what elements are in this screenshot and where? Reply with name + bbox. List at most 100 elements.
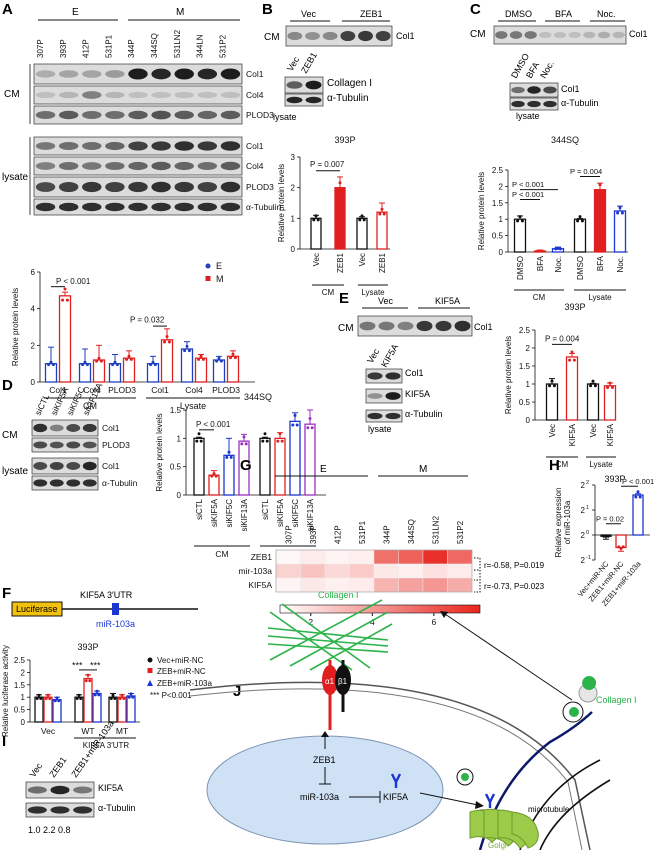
panel-f-chart-point bbox=[39, 696, 43, 700]
panel-j-beta: β1 bbox=[338, 677, 348, 686]
panel-e-chart-y-tick-label: 2 bbox=[526, 344, 531, 353]
panel-d-chart-bar bbox=[274, 437, 286, 496]
panel-a-legend-e-marker bbox=[205, 263, 211, 269]
panel-a-blot-row-band bbox=[128, 141, 148, 151]
panel-d-blot-row-band bbox=[33, 441, 48, 449]
panel-g-cell bbox=[447, 563, 473, 579]
panel-d-blot-row-band bbox=[66, 479, 81, 487]
panel-h-chart-point bbox=[617, 545, 621, 549]
panel-h-chart-point bbox=[621, 545, 625, 549]
panel-a-sample-label: 531P2 bbox=[218, 34, 227, 58]
panel-c-dmso: DMSO bbox=[505, 9, 532, 19]
panel-d-chart-point bbox=[212, 472, 216, 476]
panel-h-y-tick-base: 2 bbox=[581, 506, 586, 515]
panel-a-chart-point bbox=[233, 356, 237, 360]
panel-d-chart-point bbox=[276, 439, 280, 443]
panel-d-lysate: lysate bbox=[2, 466, 29, 477]
panel-a-chart-point bbox=[185, 344, 189, 348]
panel-f-chart-point bbox=[129, 692, 133, 696]
panel-j-microtubule: microtubule bbox=[528, 805, 570, 814]
panel-g-cell bbox=[349, 563, 375, 579]
panel-c-x-label: BFA bbox=[536, 255, 545, 271]
panel-b-chart-point bbox=[378, 212, 382, 216]
panel-i-lane-vec: Vec bbox=[27, 761, 44, 779]
panel-g-sample-label: 531P2 bbox=[456, 520, 465, 544]
panel-f-site-box bbox=[112, 603, 119, 615]
panel-d-band-label: Col1 bbox=[102, 461, 120, 471]
panel-e-chart-title: 393P bbox=[564, 302, 585, 312]
panel-e-cm: CM bbox=[338, 323, 354, 334]
panel-e-tubulin-blot-band bbox=[385, 412, 401, 420]
panel-a-x-label: Col1 bbox=[151, 385, 169, 395]
panel-f-chart-y-tick-label: 2.5 bbox=[14, 656, 26, 665]
panel-g-sample-label: 412P bbox=[333, 525, 342, 544]
panel-a-blot-row-band bbox=[220, 141, 241, 151]
panel-e-chart-bar bbox=[603, 385, 617, 421]
panel-e-chart-point bbox=[572, 358, 576, 362]
panel-c-bfa: BFA bbox=[555, 9, 572, 19]
panel-a-blot-row-band bbox=[105, 161, 125, 171]
panel-a-legend-m-marker bbox=[205, 276, 211, 281]
panel-a-blot-row-band bbox=[128, 91, 148, 99]
panel-a-pval-2: P = 0.032 bbox=[130, 315, 165, 324]
panel-e-chart-point bbox=[591, 379, 595, 383]
panel-h-pval-1: P = 0.02 bbox=[596, 514, 624, 523]
panel-c: C DMSO BFA Noc. CM Col1 DMSO BFA Noc. Co… bbox=[470, 1, 648, 302]
panel-d-band-label: α-Tubulin bbox=[102, 478, 138, 488]
panel-h-chart-point bbox=[606, 534, 610, 538]
panel-f-chart-point bbox=[75, 696, 79, 700]
panel-c-chart-point bbox=[576, 219, 580, 223]
panel-c-x-label: BFA bbox=[596, 255, 605, 271]
panel-b-band-tubulin: α-Tubulin bbox=[327, 93, 369, 104]
panel-f-chart-point bbox=[55, 696, 59, 700]
panel-f-mirna: miR-103a bbox=[96, 619, 135, 629]
panel-e-col1: Col1 bbox=[474, 322, 493, 332]
panel-d-chart-y-tick-label: 0.5 bbox=[170, 463, 182, 472]
panel-f-sig-star-2: *** bbox=[90, 661, 101, 671]
panel-d-band-label: PLOD3 bbox=[102, 440, 130, 450]
panel-a-blot-row-band bbox=[197, 181, 218, 193]
panel-a-chart-point bbox=[165, 334, 169, 338]
panel-a-blot-row-band bbox=[82, 91, 102, 99]
panel-a-chart-point bbox=[95, 359, 99, 363]
panel-a-group-lysate: Lysate bbox=[180, 401, 206, 411]
panel-a-chart-bar bbox=[180, 348, 194, 383]
panel-h-chart-point bbox=[602, 534, 606, 538]
panel-g-colorbar-tick-label: 2 bbox=[308, 617, 313, 627]
panel-h-y-tick-base: 2 bbox=[581, 481, 586, 490]
panel-a-chart-point bbox=[151, 360, 155, 364]
panel-d-chart-point bbox=[195, 439, 199, 443]
panel-g-sample-label: 344P bbox=[382, 525, 391, 544]
panel-b-collagen-blot-band bbox=[305, 80, 322, 90]
panel-b-chart-point bbox=[362, 218, 366, 222]
panel-a-blot-row-band bbox=[197, 141, 218, 151]
panel-g-sample-label: 531P1 bbox=[358, 520, 367, 544]
panel-a-chart-point bbox=[85, 363, 89, 367]
panel-a-blot-row-band bbox=[151, 91, 171, 99]
panel-h-letter: H bbox=[549, 457, 560, 474]
panel-d-chart-point bbox=[197, 432, 201, 436]
panel-g-sample-label: 531LN2 bbox=[431, 515, 440, 544]
panel-d-blot-row-band bbox=[82, 441, 97, 449]
panel-a-chart-point bbox=[47, 363, 51, 367]
panel-d-blot-row-frame bbox=[31, 419, 99, 437]
panel-f-x-label: MT bbox=[116, 726, 128, 736]
panel-g-cell bbox=[447, 549, 473, 565]
panel-a-blot-row-band bbox=[35, 162, 56, 170]
panel-a-group-cm: CM bbox=[83, 401, 97, 411]
panel-c-chart-y-tick-label: 0 bbox=[499, 248, 504, 257]
panel-a-chart-point bbox=[219, 359, 223, 363]
panel-h-y-tick-exp: 1 bbox=[586, 505, 589, 511]
panel-e-chart-y-tick-label: 0.5 bbox=[519, 398, 531, 407]
panel-a-blot-row-band bbox=[220, 110, 241, 120]
panel-a-chart-bar bbox=[92, 359, 106, 383]
panel-a-blot-row-band bbox=[174, 141, 194, 151]
panel-g-colorbar bbox=[279, 604, 481, 614]
panel-d-chart-point bbox=[225, 455, 229, 459]
panel-g-cell bbox=[324, 563, 350, 579]
panel-b-chart-point bbox=[336, 189, 340, 193]
panel-i-tubulin-blot-band bbox=[27, 806, 47, 814]
panel-a-chart-bar bbox=[58, 295, 72, 383]
panel-f-chart-point bbox=[127, 695, 131, 699]
